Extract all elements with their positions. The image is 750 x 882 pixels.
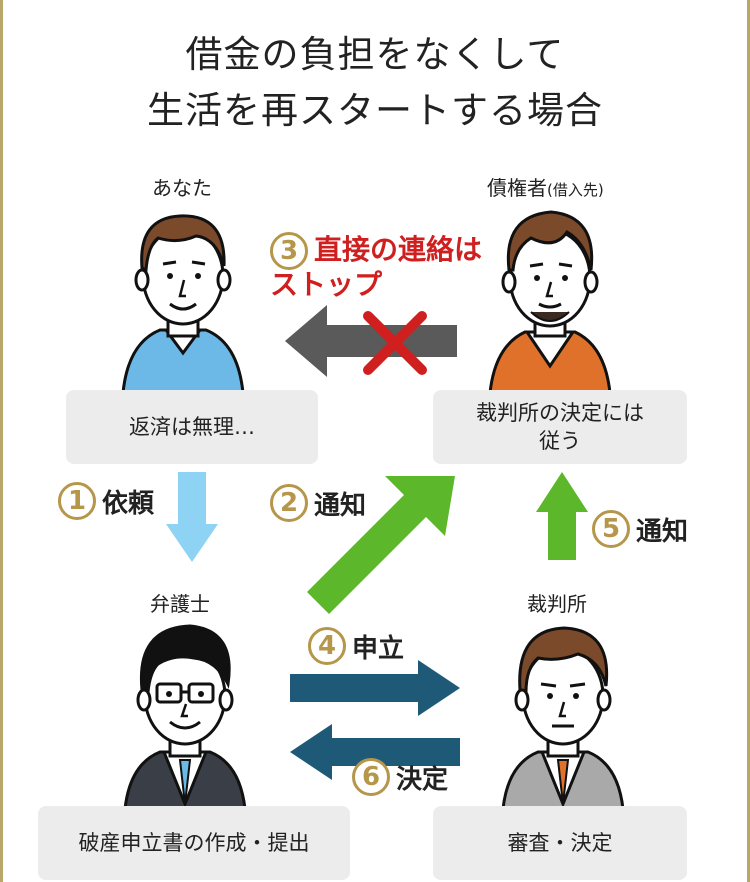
blocked-contact-arrow — [285, 305, 457, 377]
step-3-text-line2: ストップ — [270, 268, 383, 301]
notify-arrow-up — [536, 472, 588, 560]
step-4-label: 4 申立 — [308, 627, 404, 665]
step-6-number: 6 — [352, 758, 390, 796]
label-creditor-sub: (借入先) — [547, 181, 604, 199]
you-status-box: 返済は無理… — [66, 390, 318, 464]
step-6-text: 決定 — [396, 764, 449, 795]
court-task-box: 審査・決定 — [433, 806, 687, 880]
label-you: あなた — [152, 176, 212, 200]
creditor-box-line2: 従う — [539, 429, 581, 453]
creditor-status-box: 裁判所の決定には 従う — [433, 390, 687, 464]
step-3-text-line1: 直接の連絡は — [314, 233, 483, 266]
page-title-line1: 借金の負担をなくして — [185, 33, 565, 76]
person-you-illustration — [121, 214, 245, 395]
step-5-number: 5 — [592, 510, 630, 548]
petition-arrow-right — [290, 660, 460, 716]
page-title-line2: 生活を再スタートする場合 — [147, 89, 603, 132]
request-arrow-down — [166, 472, 218, 562]
step-1-text: 依頼 — [102, 488, 155, 519]
step-2-number: 2 — [270, 484, 308, 522]
person-court-illustration — [501, 626, 625, 811]
label-lawyer: 弁護士 — [150, 592, 210, 616]
label-court: 裁判所 — [527, 592, 587, 616]
step-3-label: 3 直接の連絡は ストップ — [270, 232, 482, 302]
step-4-number: 4 — [308, 627, 346, 665]
step-1-label: 1 依頼 — [58, 482, 154, 520]
label-creditor: 債権者(借入先) — [487, 172, 604, 201]
person-lawyer-illustration — [123, 624, 247, 811]
lawyer-task-box: 破産申立書の作成・提出 — [38, 806, 350, 880]
creditor-box-line1: 裁判所の決定には — [476, 400, 644, 425]
person-creditor-illustration — [488, 210, 612, 395]
step-6-label: 6 決定 — [352, 758, 448, 796]
cross-mark-icon — [363, 311, 427, 375]
step-2-text: 通知 — [314, 490, 367, 521]
step-4-text: 申立 — [352, 633, 405, 664]
decision-arrow-left — [290, 724, 460, 780]
notify-arrow-diagonal — [307, 476, 455, 614]
step-5-text: 通知 — [636, 516, 689, 547]
step-5-label: 5 通知 — [592, 510, 688, 548]
step-1-number: 1 — [58, 482, 96, 520]
label-creditor-main: 債権者 — [487, 176, 547, 200]
step-3-number: 3 — [270, 232, 308, 270]
step-2-label: 2 通知 — [270, 484, 366, 522]
